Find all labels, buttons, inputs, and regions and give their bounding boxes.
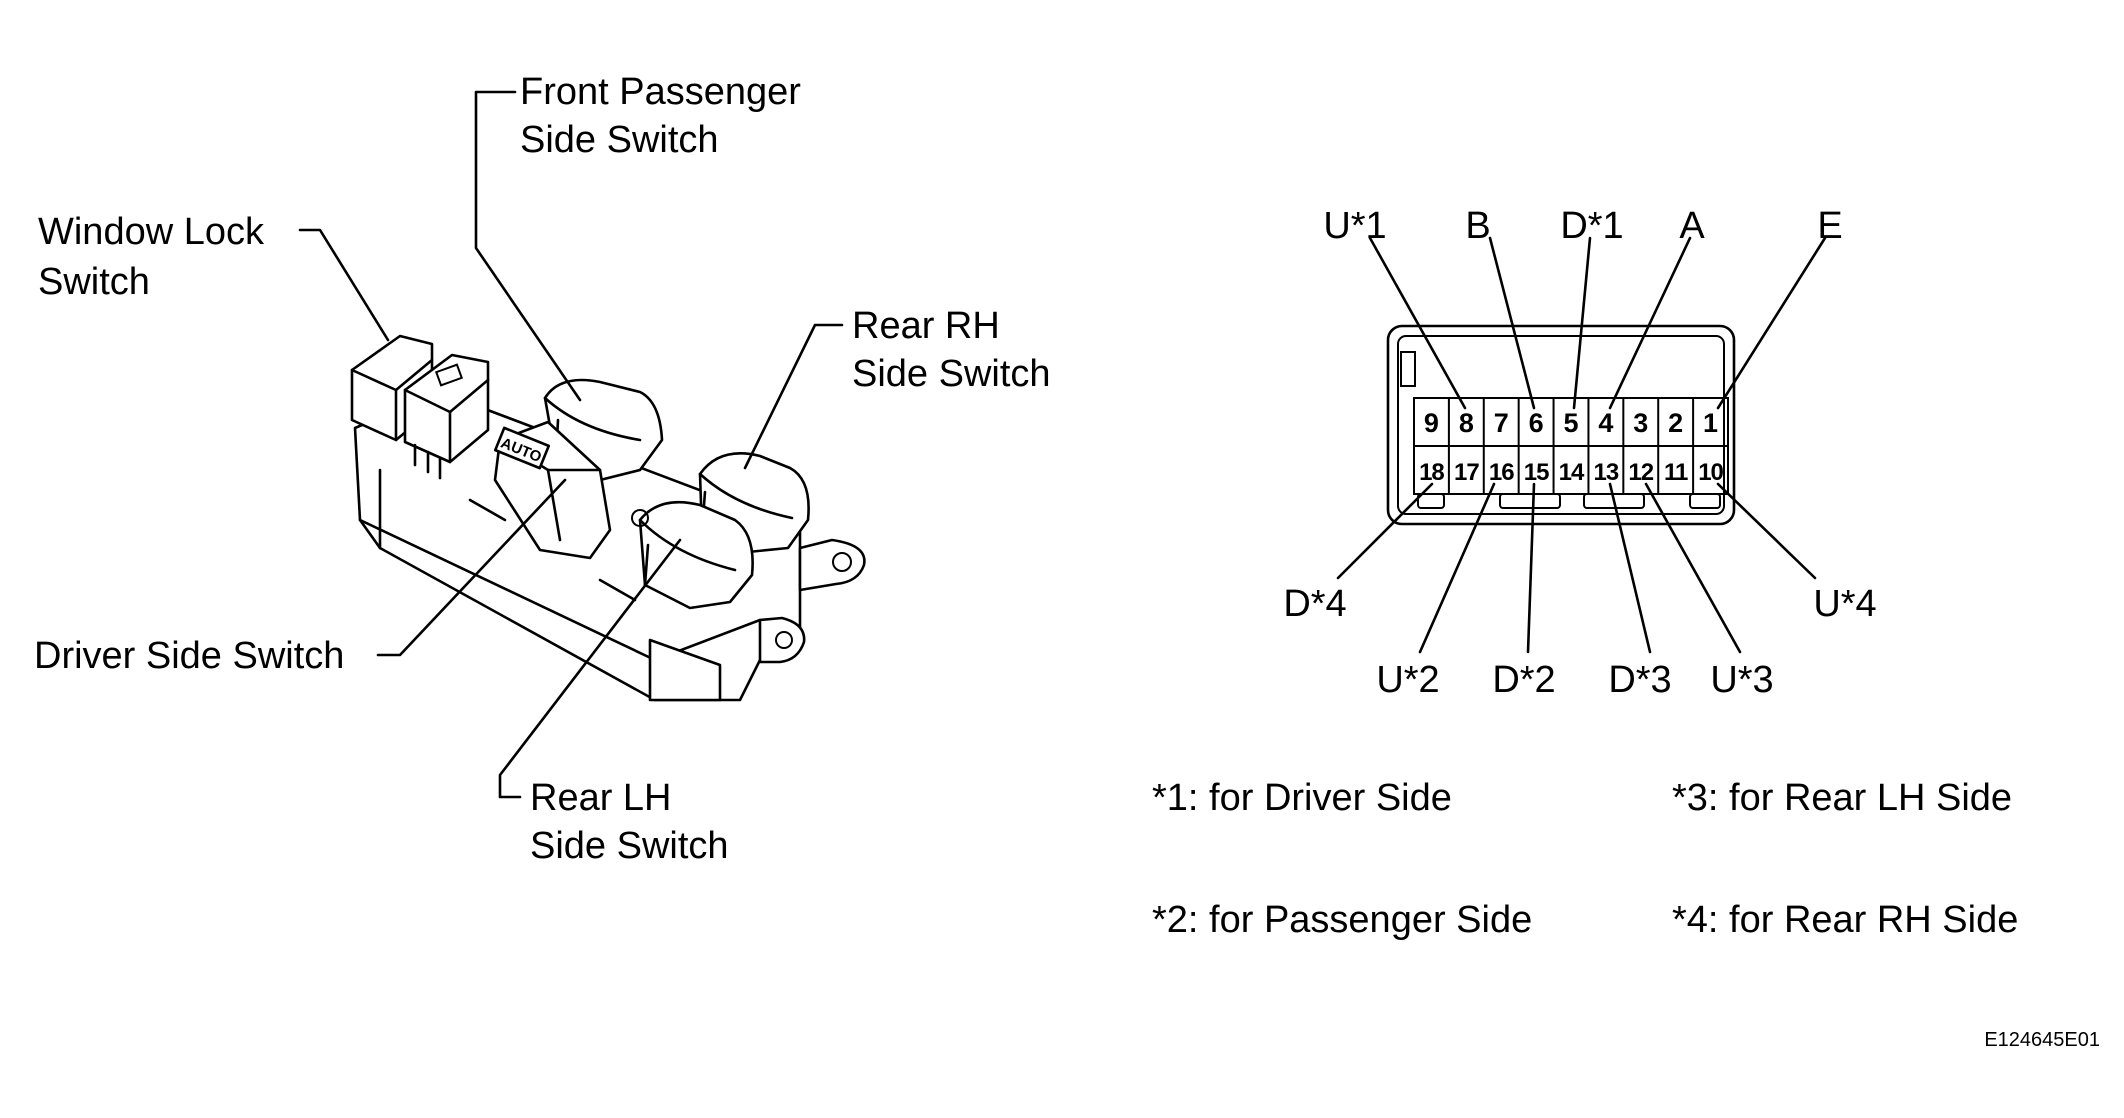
pin-number-1: 1 [1703, 408, 1718, 438]
front-passenger-label-1: Front Passenger [520, 71, 801, 113]
pin-number-12: 12 [1628, 459, 1653, 486]
terminal-label-u4: U*4 [1813, 583, 1876, 625]
pin-number-6: 6 [1529, 408, 1544, 438]
mounting-ear-upper [798, 538, 866, 592]
rear-lh-switch [638, 500, 754, 610]
pin-number-16: 16 [1489, 459, 1514, 486]
note-driver-side: *1: for Driver Side [1152, 777, 1452, 819]
front-passenger-label-2: Side Switch [520, 119, 719, 161]
rear-rh-label-2: Side Switch [852, 353, 1051, 395]
window-lock-label-2: Switch [38, 261, 150, 303]
pin-number-7: 7 [1494, 408, 1509, 438]
leader-lines [298, 90, 844, 799]
terminal-label-u2: U*2 [1376, 659, 1439, 701]
terminal-label-u1: U*1 [1323, 205, 1386, 247]
terminal-label-u3: U*3 [1710, 659, 1773, 701]
pin-number-13: 13 [1594, 459, 1619, 486]
rear-lh-label-2: Side Switch [530, 825, 729, 867]
rear-lh-label-1: Rear LH [530, 777, 672, 819]
pin-number-11: 11 [1664, 459, 1688, 486]
pin-number-8: 8 [1459, 408, 1474, 438]
terminal-label-d4: D*4 [1283, 583, 1346, 625]
figure-code: E124645E01 [1984, 1029, 2100, 1051]
pin-number-3: 3 [1633, 408, 1648, 438]
pin-number-17: 17 [1454, 459, 1479, 486]
terminal-label-d2: D*2 [1492, 659, 1555, 701]
connector-outer-shell [1386, 324, 1736, 526]
rear-rh-label-1: Rear RH [852, 305, 1000, 347]
driver-side-label: Driver Side Switch [34, 635, 344, 677]
auto-button [493, 426, 551, 470]
pin-number-2: 2 [1668, 408, 1683, 438]
pin-number-14: 14 [1559, 459, 1585, 486]
terminal-label-d1: D*1 [1560, 205, 1623, 247]
connector-leader-lines [1336, 236, 1827, 654]
terminal-label-b: B [1465, 205, 1490, 247]
pin-number-18: 18 [1419, 459, 1444, 486]
pin-number-15: 15 [1524, 459, 1549, 486]
pin-number-9: 9 [1424, 408, 1439, 438]
note-passenger-side: *2: for Passenger Side [1152, 899, 1532, 941]
terminal-label-a: A [1679, 205, 1705, 247]
note-rear-rh-side: *4: for Rear RH Side [1672, 899, 2018, 941]
pin-number-10: 10 [1698, 459, 1723, 486]
mounting-ear-lower [758, 616, 806, 664]
pin-number-5: 5 [1563, 408, 1578, 438]
window-lock-label-1: Window Lock [38, 211, 265, 253]
terminal-label-d3: D*3 [1608, 659, 1671, 701]
note-rear-lh-side: *3: for Rear LH Side [1672, 777, 2012, 819]
window-lock-button [403, 353, 490, 464]
terminal-label-e: E [1817, 205, 1842, 247]
switch-assembly-illustration: AUTO [350, 334, 866, 702]
pin-number-4: 4 [1598, 408, 1613, 438]
